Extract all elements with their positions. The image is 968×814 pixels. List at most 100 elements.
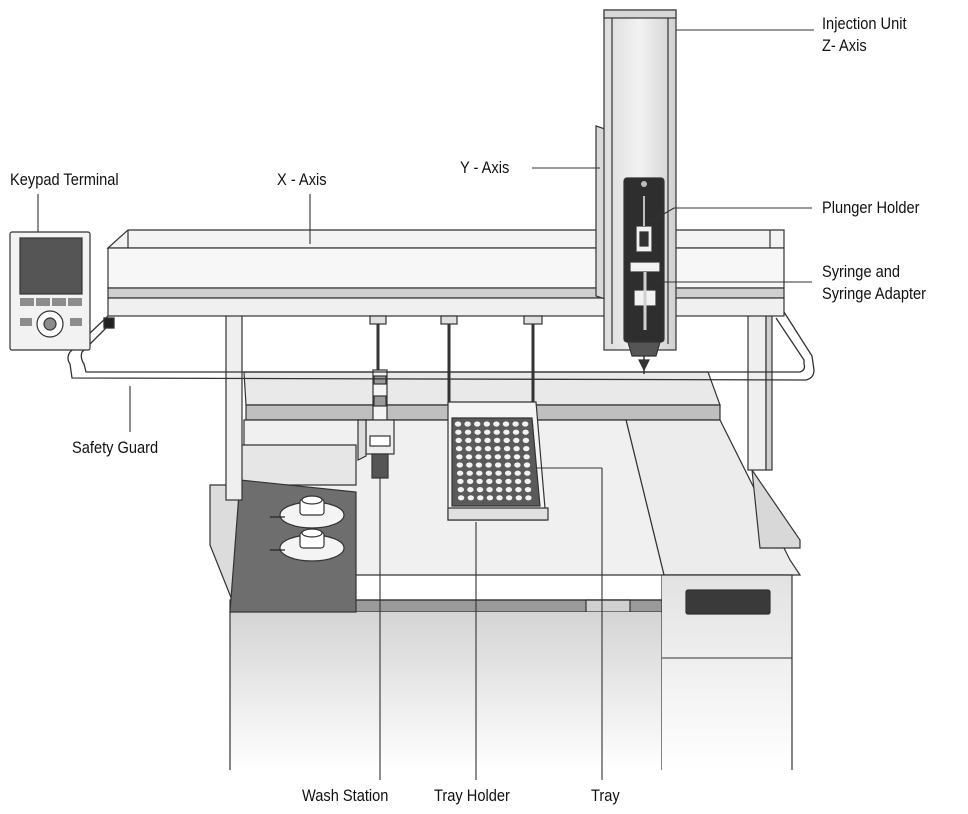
syringe-adapter-label: Syringe Adapter <box>822 284 927 303</box>
tray-holder-label: Tray Holder <box>434 786 510 805</box>
keypad-terminal <box>9 231 91 351</box>
tray-well <box>513 437 520 443</box>
support-rods <box>369 315 543 412</box>
tray-well <box>496 487 503 493</box>
y-axis-label: Y - Axis <box>460 158 510 177</box>
tray-well <box>475 454 482 460</box>
wash-syringe-module <box>357 369 395 479</box>
tray-well <box>474 437 482 443</box>
z-axis-label: Z- Axis <box>822 36 867 55</box>
tray-well <box>485 462 492 468</box>
safety-guard-label: Safety Guard <box>72 438 159 457</box>
tray-well <box>494 454 501 460</box>
tray-well <box>495 478 502 484</box>
tray-well <box>495 470 502 476</box>
tray-well <box>493 437 501 443</box>
tray-well <box>522 429 529 435</box>
tray-well <box>513 446 520 452</box>
wash-station-label: Wash Station <box>302 786 389 805</box>
tray-well <box>455 446 463 452</box>
tray-well <box>485 470 493 476</box>
tray-well <box>514 478 522 484</box>
tray-well <box>503 446 511 452</box>
tray-well <box>467 487 474 493</box>
tray-well <box>503 429 510 435</box>
x-axis-rail <box>106 229 785 317</box>
tray-well <box>475 446 482 452</box>
tray-well <box>465 454 473 460</box>
tray-well <box>494 462 502 468</box>
tray-well <box>456 470 464 476</box>
tray-well <box>465 446 472 452</box>
tray-well <box>476 470 483 476</box>
tray-well <box>524 470 531 476</box>
tray-well <box>486 495 494 501</box>
tray-well <box>486 487 493 493</box>
tray-label: Tray <box>591 786 620 805</box>
tray-well <box>456 462 463 468</box>
tray-well <box>493 421 500 427</box>
leader-lines <box>37 29 814 780</box>
tray-well <box>505 495 513 501</box>
tray-well <box>484 437 491 443</box>
wash-station-panel <box>209 444 357 613</box>
keypad-terminal-label: Keypad Terminal <box>10 170 119 189</box>
tray-well <box>512 421 519 427</box>
tray-well <box>502 421 510 427</box>
tray-well <box>474 429 481 435</box>
tray-well <box>522 437 530 443</box>
tray-well <box>504 462 511 468</box>
tray-well <box>476 487 484 493</box>
tray-well <box>485 454 492 460</box>
tray-well <box>465 437 472 443</box>
tray-well <box>476 478 483 484</box>
tray-well <box>515 487 522 493</box>
tray-well <box>522 421 529 427</box>
tray-holder <box>447 401 549 521</box>
tray-well <box>494 446 501 452</box>
plunger-holder-label: Plunger Holder <box>822 198 920 217</box>
tray-well <box>477 495 484 501</box>
tray-wells <box>454 421 532 501</box>
tray-well <box>466 462 473 468</box>
tray-well <box>496 495 503 501</box>
tray-well <box>466 470 473 476</box>
tray-well <box>455 437 462 443</box>
tray-well <box>467 495 474 501</box>
tray-well <box>464 421 471 427</box>
tray-well <box>474 421 481 427</box>
syringe-and-label: Syringe and <box>822 262 901 281</box>
tray-well <box>505 487 512 493</box>
tray-well <box>523 454 530 460</box>
tray-well <box>464 429 472 435</box>
safety-guard-bar <box>67 311 815 381</box>
x-axis-label: X - Axis <box>277 170 327 189</box>
tray-well <box>525 495 532 501</box>
injection-unit <box>595 9 677 374</box>
tray-well <box>514 470 521 476</box>
tray-well <box>484 446 492 452</box>
tray-well <box>524 478 531 484</box>
tray-well <box>455 429 462 435</box>
tray-well <box>457 478 464 484</box>
tray-well <box>515 495 522 501</box>
tray-well <box>483 421 490 427</box>
tray-well <box>486 478 493 484</box>
tray-well <box>466 478 474 484</box>
tray-well <box>504 470 512 476</box>
tray-well <box>512 429 520 435</box>
tray-well <box>523 446 530 452</box>
tray-well <box>514 462 521 468</box>
tray-well <box>456 454 463 460</box>
tray-well <box>503 437 510 443</box>
injection-unit-label: Injection Unit <box>822 14 907 33</box>
tray-well <box>513 454 521 460</box>
tray-well <box>475 462 483 468</box>
tray-well <box>523 462 531 468</box>
tray-well <box>493 429 500 435</box>
tray-well <box>457 487 464 493</box>
tray-well <box>524 487 532 493</box>
tray-well <box>504 454 511 460</box>
